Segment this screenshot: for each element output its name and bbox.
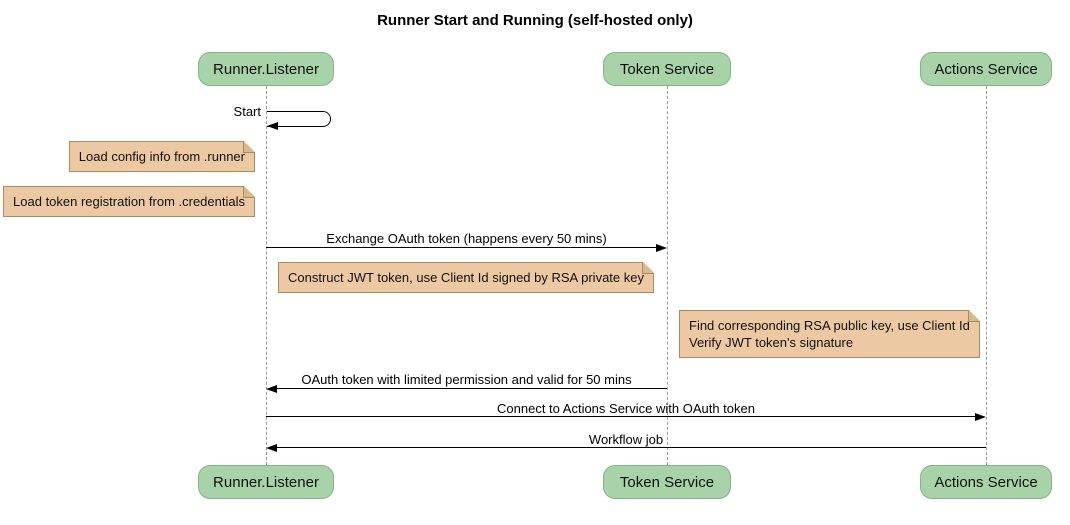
- participant-label: Token Service: [619, 473, 715, 491]
- participant-actions-service-top: Actions Service: [920, 52, 1052, 86]
- participant-label: Runner.Listener: [213, 473, 319, 491]
- lifeline-actions-service: [986, 86, 987, 465]
- participant-label: Actions Service: [934, 60, 1038, 78]
- participant-token-service-bottom: Token Service: [603, 465, 731, 499]
- participant-label: Token Service: [619, 60, 715, 78]
- participant-label: Actions Service: [934, 473, 1038, 491]
- message-exchange-oauth-label: Exchange OAuth token (happens every 50 m…: [326, 231, 607, 246]
- arrowhead-right-icon: [975, 412, 986, 421]
- note-load-token-registration: Load token registration from .credential…: [3, 186, 255, 217]
- note-fold-icon: [243, 141, 255, 153]
- message-connect-actions-line: [266, 416, 975, 417]
- note-fold-icon: [243, 186, 255, 198]
- lifeline-token-service: [667, 86, 668, 465]
- arrowhead-left-icon: [266, 443, 277, 452]
- message-oauth-return-line: [277, 388, 667, 389]
- message-workflow-job-label: Workflow job: [588, 432, 664, 447]
- participant-token-service-top: Token Service: [603, 52, 731, 86]
- arrowhead-left-icon: [267, 121, 278, 130]
- note-construct-jwt: Construct JWT token, use Client Id signe…: [278, 262, 654, 293]
- note-text: Load token registration from .credential…: [13, 194, 245, 209]
- participant-runner-listener-bottom: Runner.Listener: [198, 465, 334, 499]
- note-text-line-1: Find corresponding RSA public key, use C…: [689, 318, 970, 333]
- note-text: Construct JWT token, use Client Id signe…: [288, 270, 644, 285]
- message-connect-actions-label: Connect to Actions Service with OAuth to…: [497, 401, 755, 416]
- self-message-start-label: Start: [233, 104, 261, 119]
- lifeline-runner-listener: [266, 86, 267, 465]
- arrowhead-left-icon: [266, 384, 277, 393]
- note-verify-jwt: Find corresponding RSA public key, use C…: [679, 310, 980, 358]
- participant-runner-listener-top: Runner.Listener: [198, 52, 334, 86]
- message-exchange-oauth-line: [266, 247, 656, 248]
- self-message-start-loop: [267, 111, 331, 127]
- message-oauth-return-label: OAuth token with limited permission and …: [301, 372, 632, 387]
- note-text: Load config info from .runner: [78, 149, 245, 164]
- note-text-line-2: Verify JWT token's signature: [689, 335, 854, 350]
- note-fold-icon: [641, 262, 654, 274]
- message-workflow-job-line: [277, 447, 986, 448]
- note-fold-icon: [967, 310, 980, 322]
- participant-actions-service-bottom: Actions Service: [920, 465, 1052, 499]
- note-load-config: Load config info from .runner: [68, 141, 255, 172]
- arrowhead-right-icon: [656, 243, 667, 252]
- participant-label: Runner.Listener: [213, 60, 319, 78]
- diagram-title: Runner Start and Running (self-hosted on…: [377, 12, 693, 29]
